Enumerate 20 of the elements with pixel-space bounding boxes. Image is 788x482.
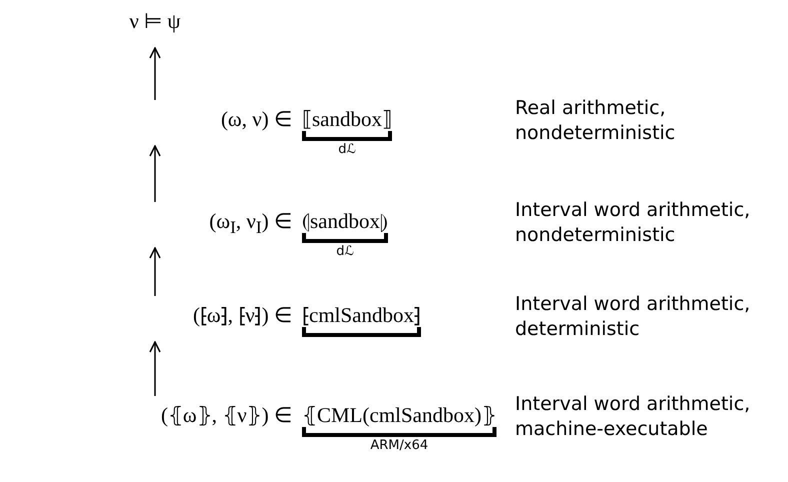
formula: ν ⊨ ψ: [129, 8, 181, 35]
description: Real arithmetic, nondeterministic: [515, 96, 676, 146]
implication-arrow: [149, 247, 161, 296]
implication-arrow: [149, 47, 161, 100]
program-semantics: ⟦sandbox⟧: [302, 106, 392, 133]
state-membership: (⁅ω⁆, ⁅ν⁆) ∈: [192, 302, 292, 329]
program-semantics: ⦇sandbox⦈: [302, 208, 388, 235]
state-membership: (⦃ω⦄, ⦃ν⦄) ∈: [160, 402, 292, 429]
program-semantics: ⁅cmlSandbox⁆: [302, 302, 421, 329]
bracket-label: ARM/x64: [370, 438, 428, 453]
state-membership: (ω, ν) ∈: [220, 106, 292, 133]
bracket-label: dℒ: [338, 142, 356, 157]
description: Interval word arithmetic, deterministic: [515, 292, 752, 342]
bracket-label: dℒ: [336, 244, 354, 259]
description: Interval word arithmetic, nondeterministic: [515, 198, 752, 248]
description: Interval word arithmetic, machine-executable: [515, 392, 752, 442]
implication-arrow: [149, 145, 161, 202]
implication-arrow: [149, 341, 161, 396]
program-semantics: ⦃CML(cmlSandbox)⦄: [302, 402, 496, 429]
state-membership: (ω$_{I}$, ν$_{I}$) ∈: [209, 208, 292, 240]
